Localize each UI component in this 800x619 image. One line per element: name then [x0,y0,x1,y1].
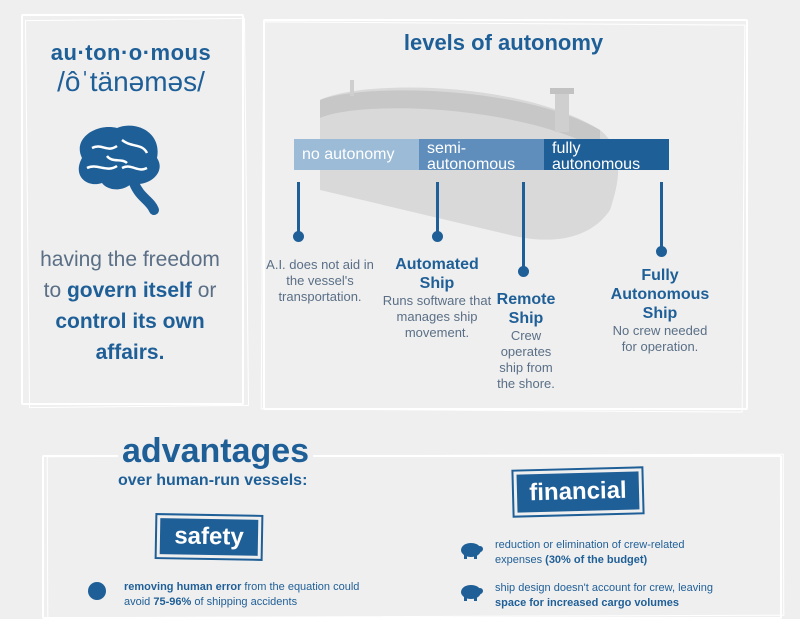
financial-item: ship design doesn't account for crew, le… [495,581,735,611]
level-desc: No crew needed for operation. [612,323,708,354]
financial-item-text: reduction or elimination of crew-related… [495,539,685,566]
safety-item-bold2: 75-96% [153,596,192,608]
financial-item: reduction or elimination of crew-related… [495,538,705,568]
definition-part-4: control its own affairs. [55,310,205,364]
level-item: A.I. does not aid in the vessel's transp… [265,257,375,305]
level-item: Automated Ship Runs software that manage… [382,255,492,341]
definition-panel [21,14,250,409]
definition-part-2: govern itself [66,279,192,302]
target-icon [88,582,106,600]
level-heading: Automated Ship [395,256,479,292]
level-desc: A.I. does not aid in the vessel's transp… [266,257,374,304]
financial-item-text: ship design doesn't account for crew, le… [495,582,713,594]
definition-pronunciation: /ôˈtänəməs/ [57,66,205,97]
advantages-subtitle: over human-run vessels: [118,472,308,489]
level-marker [518,182,529,277]
financial-label: financial [516,471,640,513]
level-marker [656,182,667,257]
level-item: Remote Ship Crew operates ship from the … [493,290,559,392]
financial-item-bold: (30% of the budget) [545,554,648,566]
level-item: Fully Autonomous Ship No crew needed for… [605,266,715,355]
advantages-title: advantages [118,432,314,471]
level-desc: Runs software that manages ship movement… [382,293,492,340]
segment-no-autonomy: no autonomy [294,139,419,170]
levels-title: levels of autonomy [403,30,604,55]
piggy-bank-icon [461,585,483,601]
safety-item: removing human error from the equation c… [124,580,364,610]
brain-icon [78,125,160,215]
definition-part-1: having the freedom to [40,248,220,302]
level-heading: Fully Autonomous Ship [610,267,710,322]
level-heading: Remote Ship [496,291,556,327]
financial-item-bold: space for increased cargo volumes [495,597,680,609]
safety-item-text2: of shipping accidents [194,596,298,608]
definition-text: having the freedom to govern itself or c… [30,244,230,368]
segment-fully-autonomous: fully autonomous [544,139,669,173]
level-marker [432,182,443,242]
safety-item-bold: removing human error [124,581,242,593]
definition-word: au·ton·o·mous [50,40,212,65]
level-desc: Crew operates ship from the shore. [497,328,555,391]
definition-part-3: or [197,279,217,302]
level-marker [293,182,304,242]
levels-panel [260,19,748,413]
segment-semi-autonomous: semi-autonomous [419,139,544,173]
safety-label: safety [159,518,259,556]
piggy-bank-icon [461,543,483,559]
